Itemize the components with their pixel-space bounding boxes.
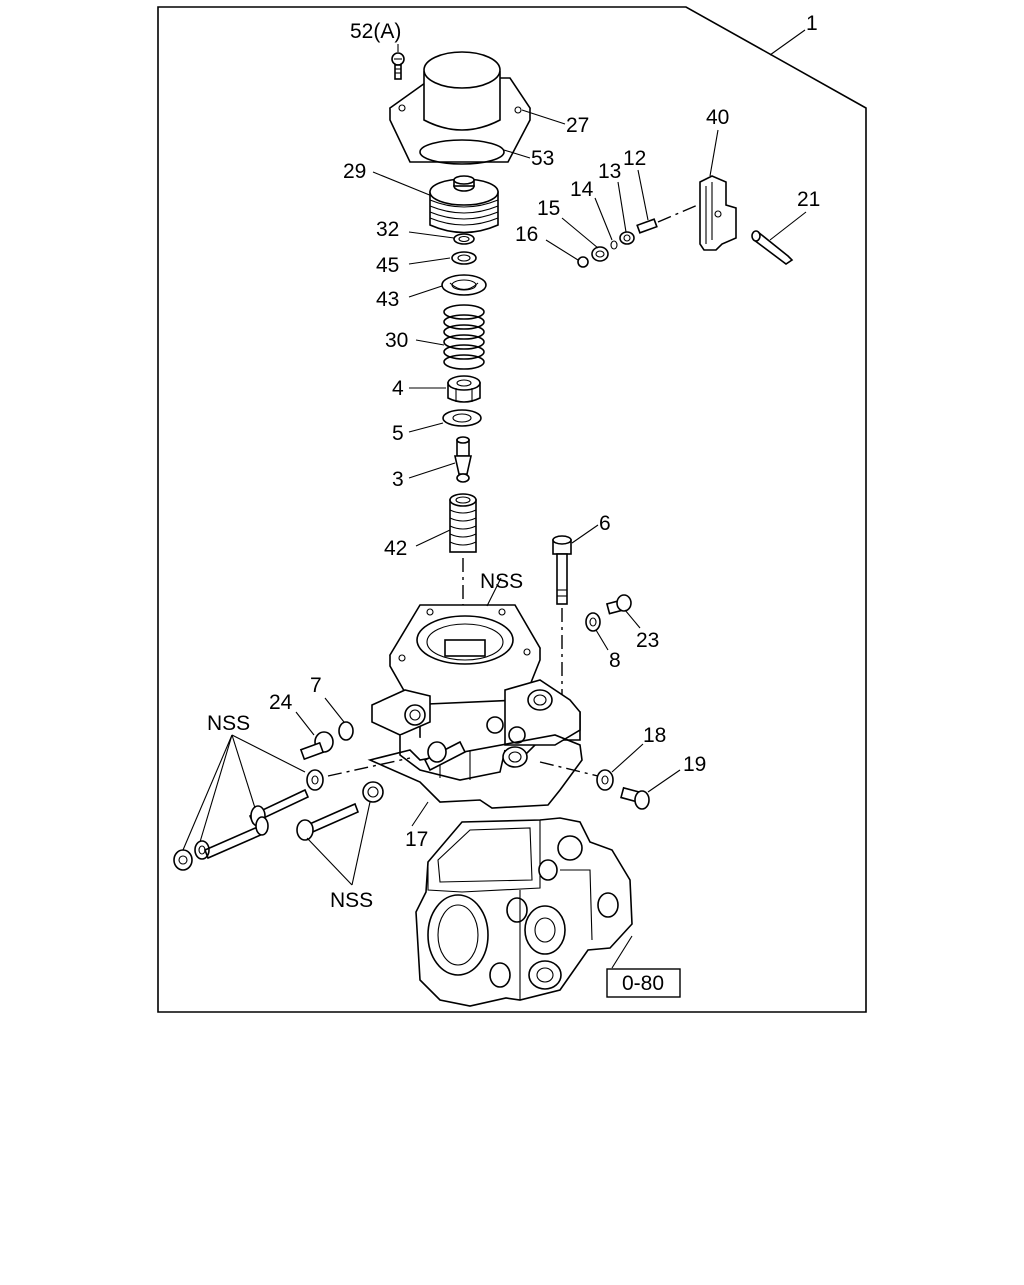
callout-18[interactable]: 18 (643, 724, 666, 747)
callout-7[interactable]: 7 (310, 674, 322, 697)
governor-housing (371, 604, 581, 781)
part-15-sleeve (591, 246, 609, 262)
part-29-diaphragm (429, 175, 499, 234)
callout-3[interactable]: 3 (392, 468, 404, 491)
nut-bottom (362, 781, 384, 803)
callout-29[interactable]: 29 (343, 160, 366, 183)
callout-8[interactable]: 8 (609, 649, 621, 672)
stud-bottom (296, 802, 360, 841)
part-21-pin (751, 230, 794, 265)
callout-21[interactable]: 21 (797, 188, 820, 211)
callout-23[interactable]: 23 (636, 629, 659, 652)
callout-53[interactable]: 53 (531, 147, 554, 170)
part-3-pin (454, 436, 472, 483)
leader-lines (182, 29, 807, 969)
reference-box (606, 968, 681, 998)
washer-left (306, 769, 324, 791)
pump-body (415, 817, 633, 1007)
part-19-screw (620, 786, 650, 810)
part-17-gasket (367, 734, 583, 809)
callout-40[interactable]: 40 (706, 106, 729, 129)
callout-32[interactable]: 32 (376, 218, 399, 241)
reference-box-label[interactable]: 0-80 (622, 972, 664, 995)
callout-5[interactable]: 5 (392, 422, 404, 445)
part-24-screw (299, 731, 334, 761)
part-16-ring (577, 256, 589, 268)
nut-left (173, 849, 193, 871)
part-27-cover (388, 51, 531, 163)
callout-nss-left[interactable]: NSS (207, 712, 250, 735)
callout-nss-bottom[interactable]: NSS (330, 889, 373, 912)
right-axis-line (539, 761, 599, 777)
callout-15[interactable]: 15 (537, 197, 560, 220)
part-42-spring (449, 493, 477, 553)
part-7-plug (338, 721, 354, 741)
callout-13[interactable]: 13 (598, 160, 621, 183)
diagram-frame (157, 6, 867, 1013)
callout-4[interactable]: 4 (392, 377, 404, 400)
part-12-bolt (636, 218, 658, 234)
callout-6[interactable]: 6 (599, 512, 611, 535)
part-40-bracket (699, 175, 737, 251)
callout-42[interactable]: 42 (384, 537, 407, 560)
callout-16[interactable]: 16 (515, 223, 538, 246)
part-52a-screw (391, 52, 405, 80)
part-32-washer (453, 233, 475, 245)
callout-27[interactable]: 27 (566, 114, 589, 137)
part-6-bolt (552, 535, 572, 605)
part-8-washer (585, 612, 601, 632)
callout-30[interactable]: 30 (385, 329, 408, 352)
callout-12[interactable]: 12 (623, 147, 646, 170)
part-18-washer (596, 769, 614, 791)
part-45-washer (451, 251, 477, 265)
callout-19[interactable]: 19 (683, 753, 706, 776)
part-13-nut (619, 231, 635, 245)
screw-housing (423, 740, 467, 772)
part-30-spring (443, 304, 485, 370)
left-axis-line (327, 757, 411, 777)
stud-lower (203, 816, 269, 860)
part-4-nut (447, 375, 481, 403)
part-5-washer (442, 409, 482, 427)
callout-14[interactable]: 14 (570, 178, 594, 201)
callout-45[interactable]: 45 (376, 254, 399, 277)
callout-52a[interactable]: 52(A) (350, 20, 401, 43)
callout-1[interactable]: 1 (806, 12, 818, 35)
washer-stud (194, 840, 210, 860)
callout-43[interactable]: 43 (376, 288, 399, 311)
bracket-axis-line (657, 203, 701, 223)
callout-24[interactable]: 24 (269, 691, 293, 714)
callout-nss-top[interactable]: NSS (480, 570, 523, 593)
callout-17[interactable]: 17 (405, 828, 428, 851)
part-14-washer (610, 240, 618, 250)
part-43-spring-seat (441, 274, 487, 296)
part-53-o-ring (419, 139, 505, 165)
part-23-screw (605, 594, 632, 615)
